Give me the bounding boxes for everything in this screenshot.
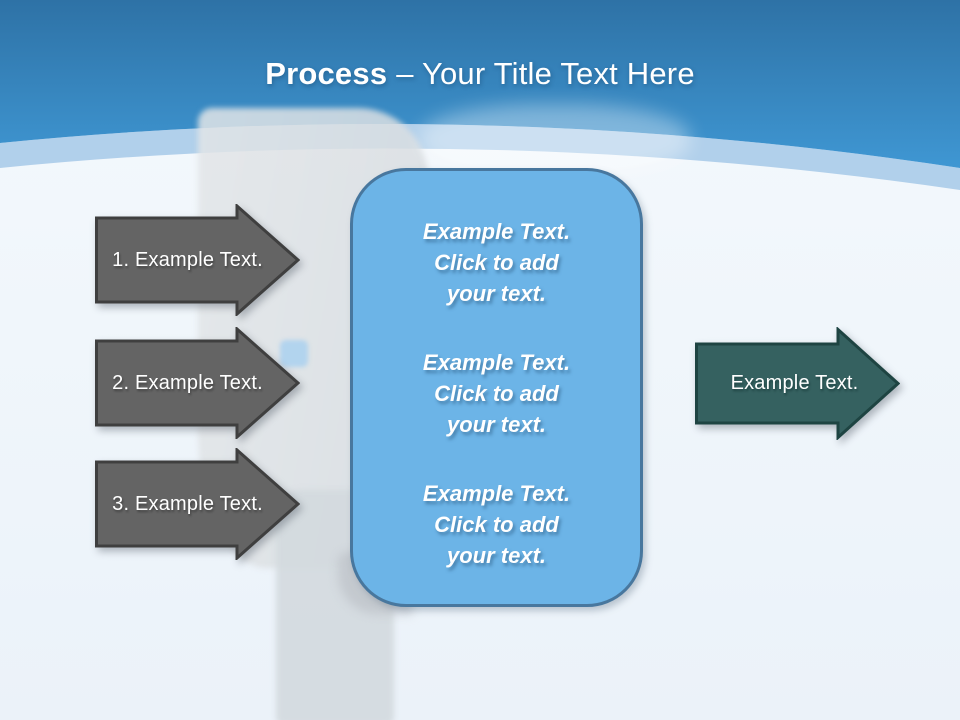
- box-paragraph-3[interactable]: Example Text. Click to add your text.: [422, 481, 571, 568]
- step-arrow-1-label: 1. Example Text.: [112, 248, 263, 271]
- step-arrow-1[interactable]: 1. Example Text.: [95, 204, 300, 316]
- step-arrow-3-label: 3. Example Text.: [112, 492, 263, 515]
- result-arrow[interactable]: Example Text.: [695, 327, 900, 440]
- slide-title[interactable]: Process– Your Title Text Here: [0, 53, 960, 95]
- step-arrow-2[interactable]: 2. Example Text.: [95, 327, 300, 439]
- slide-title-keyword: Process: [265, 56, 388, 91]
- box-paragraph-2[interactable]: Example Text. Click to add your text.: [422, 350, 571, 437]
- slide-title-subtitle: – Your Title Text Here: [396, 56, 695, 91]
- step-arrow-3[interactable]: 3. Example Text.: [95, 448, 300, 560]
- arrow-right-shape: [695, 327, 900, 440]
- center-text-box[interactable]: Example Text. Click to add your text. Ex…: [350, 168, 643, 607]
- step-arrow-2-label: 2. Example Text.: [112, 371, 263, 394]
- result-arrow-label: Example Text.: [730, 372, 859, 394]
- box-paragraph-1[interactable]: Example Text. Click to add your text.: [422, 219, 571, 306]
